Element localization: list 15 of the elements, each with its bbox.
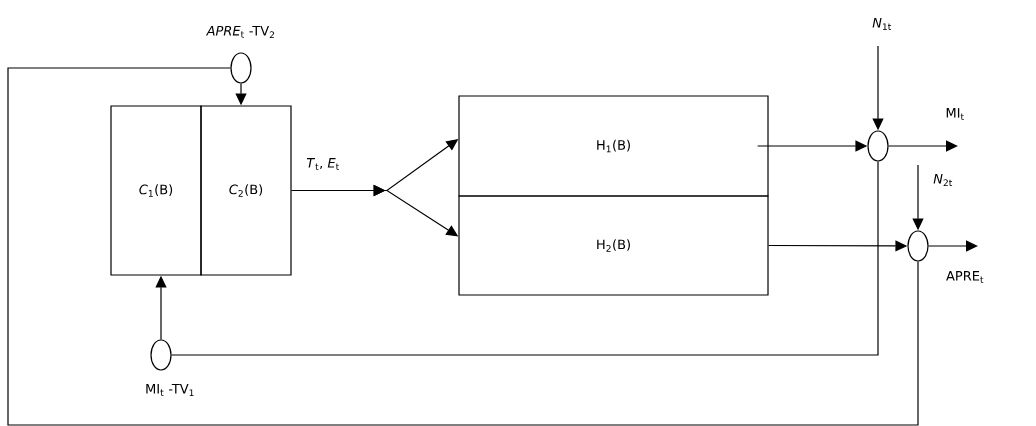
summing-junction (867, 130, 889, 162)
edge-label: N$_{1t}$ (872, 18, 892, 30)
arrow (928, 240, 978, 252)
process-box: H$_{1}$(B) (458, 95, 769, 197)
junction-label: MI$_{t}$ -TV$_{1}$ (146, 384, 194, 396)
process-box: C$_{1}$(B) (110, 105, 202, 276)
process-box: C$_{2}$(B) (200, 105, 292, 276)
process-box: H$_{2}$(B) (458, 195, 769, 296)
edge-label: N$_{2t}$ (933, 173, 953, 187)
edge-label: T$_{t}$, E$_{t}$ (306, 158, 339, 170)
edge-label: MI$_{t}$ (946, 108, 964, 120)
junction-label: APRE$_{t}$ -TV$_{2}$ (205, 25, 274, 39)
summing-junction (907, 230, 929, 262)
arrow (888, 140, 958, 152)
edge-label: APRE$_{t}$ (946, 271, 984, 283)
